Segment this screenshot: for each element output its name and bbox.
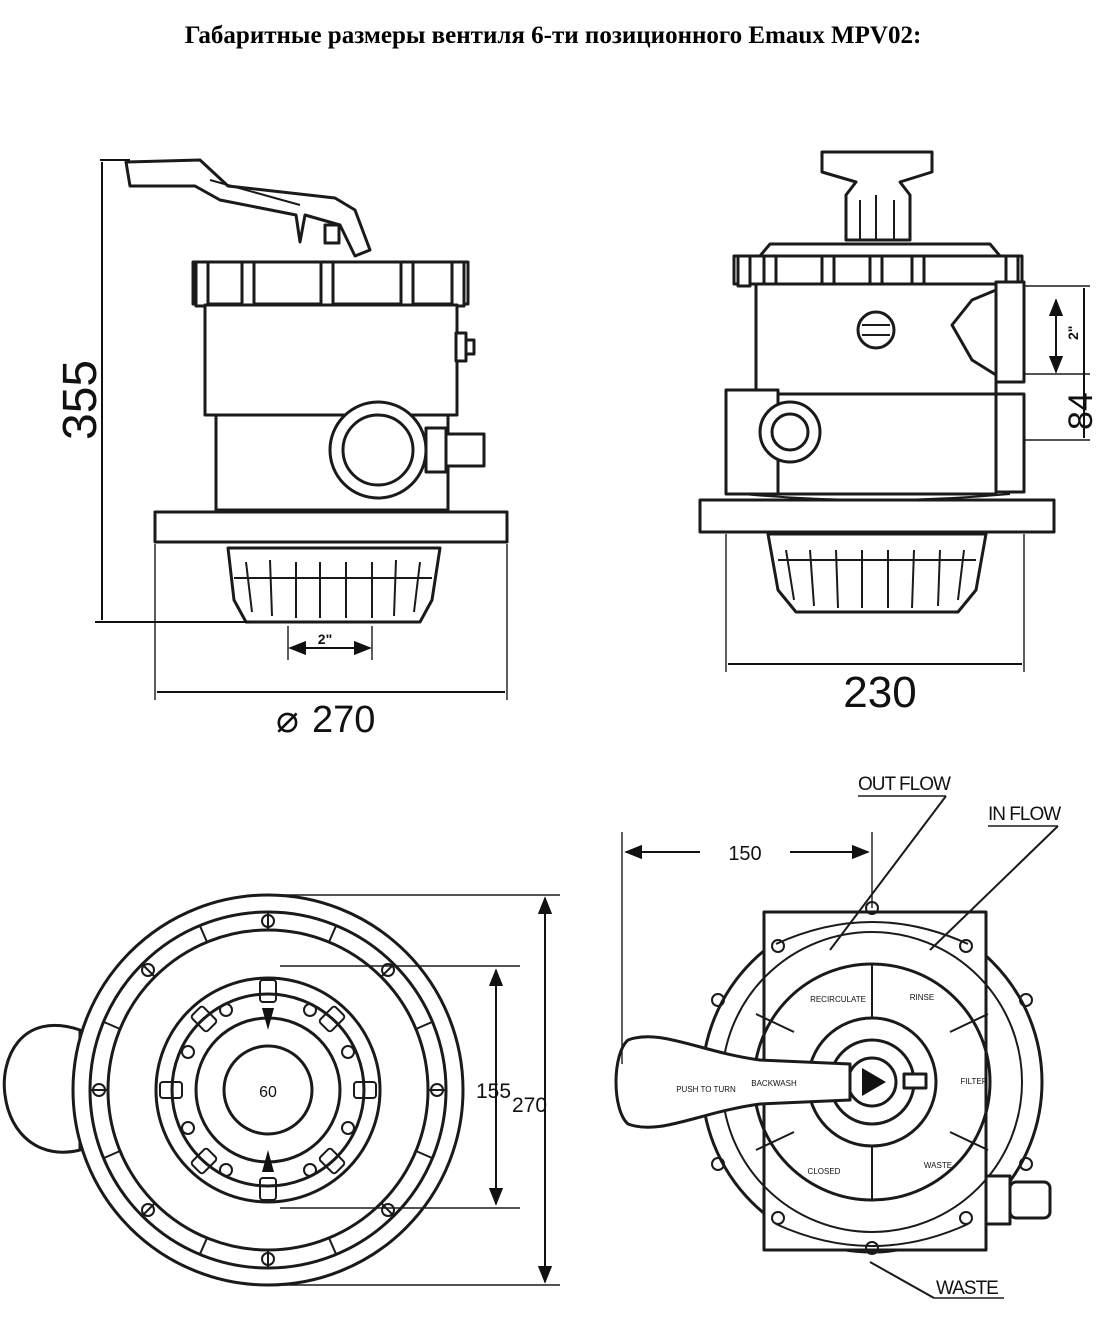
side-height-label: 355 [54, 360, 107, 440]
bottom-outer-label: 270 [512, 1094, 547, 1117]
pos-rinse: RINSE [910, 993, 934, 1002]
handle-text: PUSH TO TURN [676, 1085, 736, 1094]
diameter-symbol: ⌀ [276, 699, 299, 741]
pos-filter: FILTER [961, 1077, 988, 1086]
bottom-view [2, 893, 560, 1287]
pos-recirculate: RECIRCULATE [810, 995, 866, 1004]
top-handle [614, 1035, 852, 1129]
pos-closed: CLOSED [808, 1167, 841, 1176]
out-flow-label: OUT FLOW [858, 774, 951, 795]
front-height-label: 84 [1062, 392, 1100, 430]
valve-basket [226, 546, 442, 624]
handle-lock [323, 223, 341, 245]
top-offset-label: 150 [728, 843, 761, 865]
pos-waste: WASTE [924, 1161, 952, 1170]
pos-backwash: BACKWASH [751, 1079, 797, 1088]
front-basket [766, 532, 988, 614]
front-flange [698, 498, 1056, 534]
front-width-label: 230 [843, 668, 916, 717]
page-title: Габаритные размеры вентиля 6-ти позицион… [184, 22, 922, 49]
bottom-ring-holes [92, 914, 444, 1266]
valve-flange [153, 510, 509, 544]
bottom-inner-label: 155 [476, 1080, 511, 1103]
bottom-ear [2, 1023, 82, 1154]
front-view [698, 150, 1090, 672]
bottom-center-label: 60 [259, 1084, 277, 1101]
top-view [614, 795, 1059, 1299]
side-view [95, 158, 509, 700]
valve-body-upper [203, 303, 459, 417]
in-flow-label: IN FLOW [988, 804, 1061, 825]
side-port-label: 2" [318, 631, 332, 647]
bottom-basket-slots [159, 979, 377, 1201]
waste-port-label: WASTE [936, 1278, 998, 1299]
side-diameter-label: 270 [312, 699, 375, 741]
front-port-label: 2" [1065, 326, 1081, 340]
